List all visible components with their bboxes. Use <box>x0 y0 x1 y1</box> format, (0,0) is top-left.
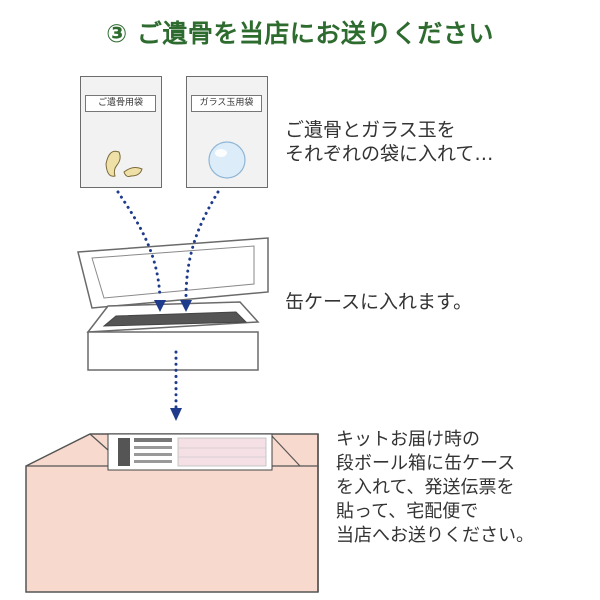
bone-bag-label: ご遺骨用袋 <box>85 95 156 112</box>
glass-ball-bag-label: ガラス玉用袋 <box>191 95 262 112</box>
tin-case-icon <box>77 237 269 371</box>
caption-line: ご遺骨とガラス玉を <box>285 119 456 141</box>
caption-line: を入れて、発送伝票を <box>336 477 515 498</box>
caption-line: 缶ケースに入れます。 <box>285 291 473 313</box>
caption-line: キットお届け時の <box>336 429 480 450</box>
caption-line: 貼って、宅配便で <box>336 501 479 522</box>
caption-line: それぞれの袋に入れて… <box>285 143 494 165</box>
glass-ball-bag: ガラス玉用袋 <box>186 76 268 188</box>
bone-bag: ご遺骨用袋 <box>80 76 162 188</box>
caption-step3: キットお届け時の 段ボール箱に缶ケース を入れて、発送伝票を 貼って、宅配便で … <box>336 428 534 548</box>
caption-line: 当店へお送りください。 <box>336 525 534 546</box>
caption-step2: 缶ケースに入れます。 <box>285 290 472 314</box>
caption-line: 段ボール箱に缶ケース <box>336 453 516 474</box>
cardboard-box-icon <box>25 433 319 593</box>
dotted-arrow-icon <box>116 190 220 410</box>
shipping-slip-icon <box>107 433 273 471</box>
page-title: ③ ご遺骨を当店にお送りください <box>106 19 494 48</box>
arrow-heads <box>154 300 192 421</box>
caption-step1: ご遺骨とガラス玉を それぞれの袋に入れて… <box>285 118 493 166</box>
